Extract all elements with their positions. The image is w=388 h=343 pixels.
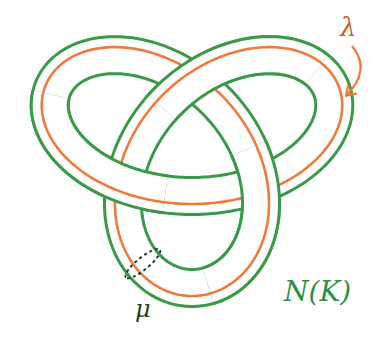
math-label: N(K) (284, 278, 351, 306)
tube-outline (162, 55, 317, 107)
math-label: λ (340, 14, 356, 40)
tube-outline (50, 94, 165, 194)
math-label: μ (135, 297, 151, 321)
arrow-head (346, 86, 356, 96)
tube-interior (208, 148, 261, 285)
leader-arrow (346, 46, 361, 96)
tube-interior (50, 55, 335, 288)
longitude-curve (210, 145, 269, 293)
longitude-curve (42, 92, 164, 202)
tube-outline (208, 148, 261, 285)
meridian-loop (122, 245, 164, 282)
longitude-curve (42, 47, 343, 296)
tube-interior (162, 55, 317, 107)
tube-outline (50, 55, 335, 288)
tube-interior (50, 94, 165, 194)
longitude-curve (156, 47, 322, 102)
